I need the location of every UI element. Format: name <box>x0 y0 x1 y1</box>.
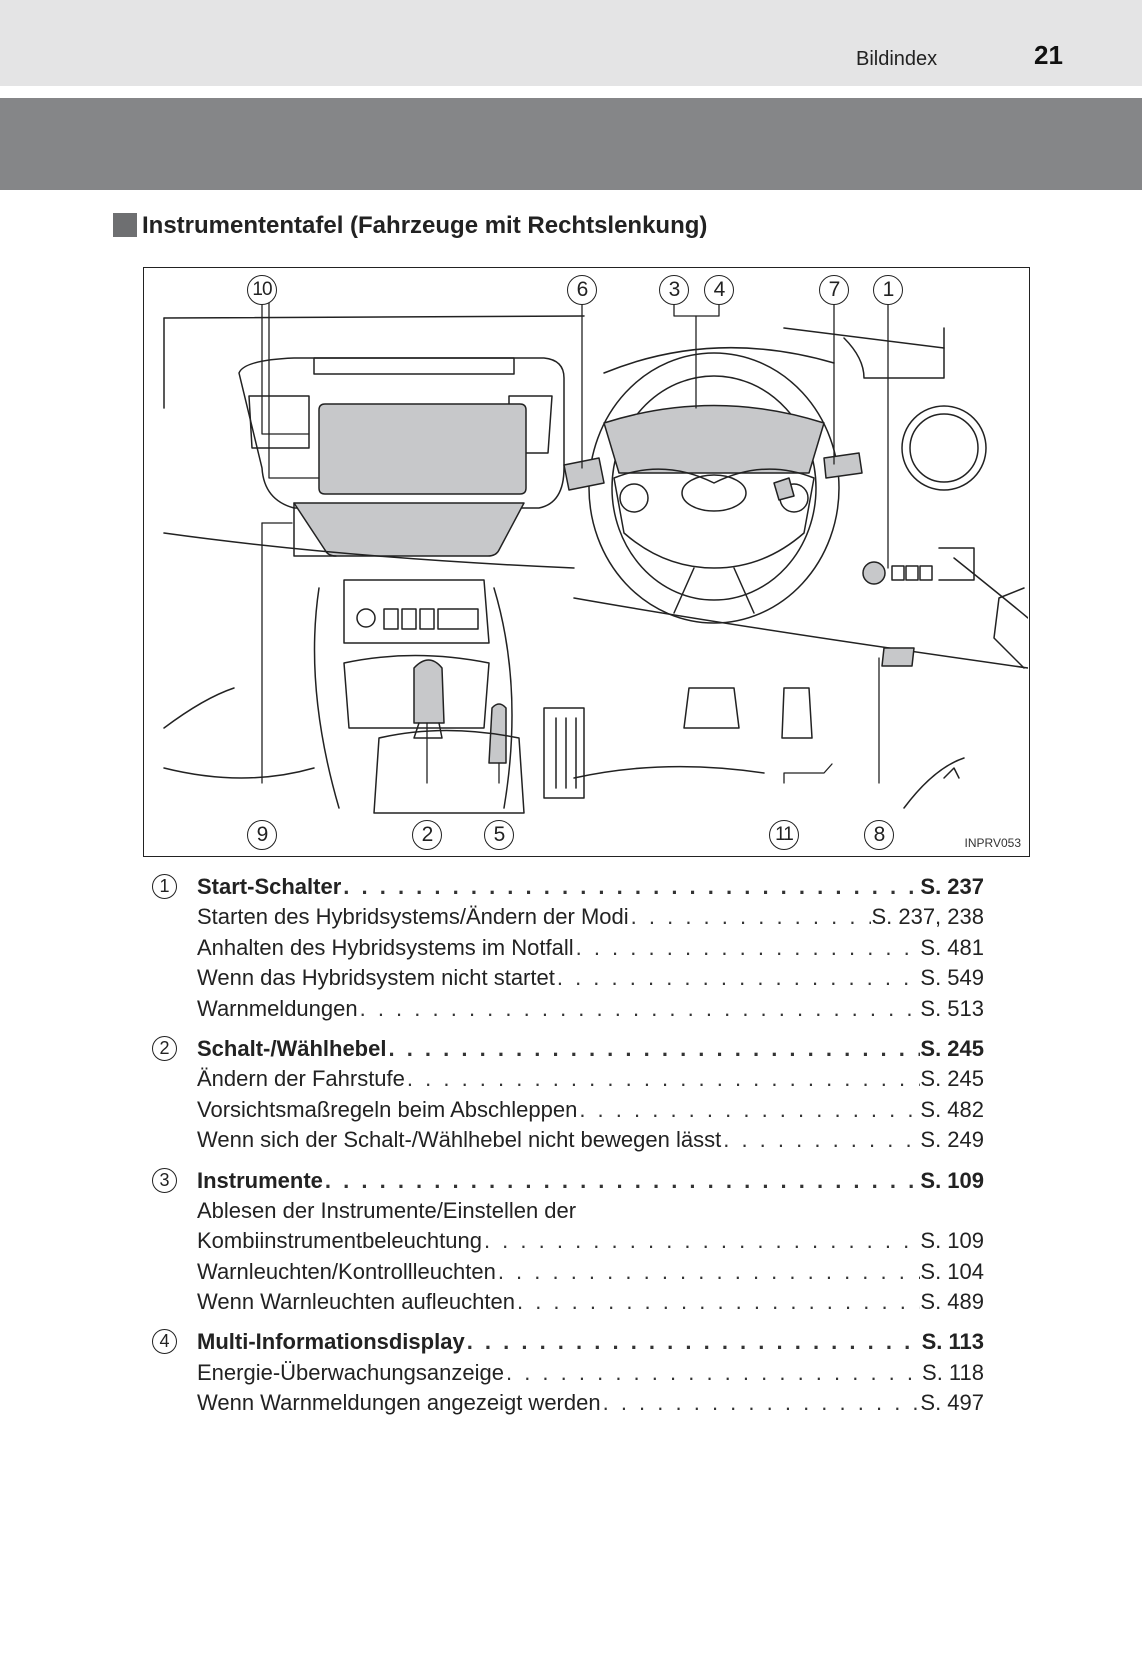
page-reference[interactable]: S. 109 <box>920 1228 984 1254</box>
callout-2: 2 <box>412 820 442 850</box>
entry-number-badge: 4 <box>152 1329 177 1355</box>
page-reference[interactable]: S. 104 <box>920 1258 984 1284</box>
entry-text: Ablesen der Instrumente/Einstellen der <box>197 1197 577 1223</box>
entry-text: Multi-Informationsdisplay <box>197 1329 465 1355</box>
index-entry: 2 Schalt-/Wählhebel . . . . . . . . . . .… <box>152 1034 984 1156</box>
dot-leader: . . . . . . . . . . . . . . . . . . . . … <box>602 1390 921 1416</box>
dashboard-illustration: 10 6 3 4 7 1 9 2 5 11 8 INPRV053 <box>143 267 1030 857</box>
entry-subitem: Vorsichtsmaßregeln beim Abschleppen . . … <box>197 1095 984 1125</box>
entry-text: Wenn Warnleuchten aufleuchten <box>197 1289 515 1315</box>
entry-subitem: Ablesen der Instrumente/Einstellen der <box>197 1196 984 1226</box>
page-reference[interactable]: S. 489 <box>920 1289 984 1315</box>
entry-subitem: Anhalten des Hybridsystems im Notfall . … <box>197 933 984 963</box>
entry-heading: Instrumente . . . . . . . . . . . . . . … <box>197 1166 984 1196</box>
dot-leader: . . . . . . . . . . . . . . . . . . . . … <box>556 965 921 991</box>
entry-subitem: Wenn sich der Schalt-/Wählhebel nicht be… <box>197 1125 984 1155</box>
callout-4: 4 <box>704 275 734 305</box>
page-reference[interactable]: S. 245 <box>920 1066 984 1092</box>
callout-9: 9 <box>247 820 277 850</box>
dashboard-drawing <box>163 302 1028 814</box>
entry-text: Anhalten des Hybridsystems im Notfall <box>197 934 574 960</box>
page-reference[interactable]: S. 113 <box>921 1329 984 1355</box>
dot-leader: . . . . . . . . . . . . . . . . . . . . … <box>579 1096 920 1122</box>
callout-11: 11 <box>769 820 799 850</box>
dot-leader: . . . . . . . . . . . . . . . . . . . . … <box>324 1167 920 1193</box>
entry-number-badge: 1 <box>152 874 177 899</box>
dot-leader: . . . . . . . . . . . . . . . . . . . . … <box>359 995 921 1021</box>
entry-text: Energie-Überwachungsanzeige <box>197 1359 504 1385</box>
dot-leader: . . . . . . . . . . . . . . . . . . . . … <box>343 874 920 899</box>
entry-text: Schalt-/Wählhebel <box>197 1035 387 1061</box>
callout-7: 7 <box>819 275 849 305</box>
entry-subitem: Kombiinstrumentbeleuchtung . . . . . . .… <box>197 1226 984 1256</box>
entry-subitem: Warnleuchten/Kontrollleuchten . . . . . … <box>197 1257 984 1287</box>
entry-text: Wenn sich der Schalt-/Wählhebel nicht be… <box>197 1127 722 1153</box>
index-entry: 3 Instrumente . . . . . . . . . . . . . .… <box>152 1166 984 1318</box>
entry-text: Starten des Hybridsystems/Ändern der Mod… <box>197 904 629 930</box>
callout-10: 10 <box>247 275 277 305</box>
index-entries: 1 Start-Schalter . . . . . . . . . . . . … <box>152 872 984 1429</box>
entry-text: Instrumente <box>197 1167 323 1193</box>
index-entry: 4 Multi-Informationsdisplay . . . . . . .… <box>152 1327 984 1418</box>
entry-subitem: Warnmeldungen . . . . . . . . . . . . . … <box>197 994 984 1024</box>
entry-text: Kombiinstrumentbeleuchtung <box>197 1228 482 1254</box>
entry-subitem: Wenn Warnleuchten aufleuchten . . . . . … <box>197 1287 984 1317</box>
page-reference[interactable]: S. 109 <box>920 1167 984 1193</box>
entry-text: Start-Schalter <box>197 874 342 899</box>
page-number: 21 <box>1034 40 1063 70</box>
page-reference[interactable]: S. 497 <box>920 1390 984 1416</box>
page-reference[interactable]: S. 249 <box>920 1127 984 1153</box>
page-reference[interactable]: S. 481 <box>920 934 984 960</box>
entry-text: Wenn Warnmeldungen angezeigt werden <box>197 1390 601 1416</box>
chapter-band <box>0 98 1142 190</box>
entry-number-badge: 3 <box>152 1167 177 1193</box>
page-reference[interactable]: S. 245 <box>920 1035 984 1061</box>
callout-3: 3 <box>659 275 689 305</box>
page-reference[interactable]: S. 237 <box>920 874 984 899</box>
page-reference[interactable]: S. 513 <box>920 995 984 1021</box>
entry-subitem: Energie-Überwachungsanzeige . . . . . . … <box>197 1358 984 1388</box>
dot-leader: . . . . . . . . . . . . . . . . . . . . … <box>505 1359 922 1385</box>
dot-leader: . . . . . . . . . . . . . . . . . . . . … <box>483 1228 920 1254</box>
dot-leader: . . . . . . . . . . . . . . . . . . . . … <box>388 1035 920 1061</box>
index-entry: 1 Start-Schalter . . . . . . . . . . . . … <box>152 872 984 1024</box>
figure-code: INPRV053 <box>964 836 1021 850</box>
callout-5: 5 <box>484 820 514 850</box>
entry-subitem: Wenn Warnmeldungen angezeigt werden . . … <box>197 1388 984 1418</box>
callout-8: 8 <box>864 820 894 850</box>
entry-subitem: Starten des Hybridsystems/Ändern der Mod… <box>197 902 984 932</box>
entry-heading: Start-Schalter . . . . . . . . . . . . .… <box>197 872 984 902</box>
entry-text: Vorsichtsmaßregeln beim Abschleppen <box>197 1096 578 1122</box>
dot-leader: . . . . . . . . . . . . . . . . . . . . … <box>406 1066 920 1092</box>
entry-text: Warnleuchten/Kontrollleuchten <box>197 1258 496 1284</box>
page-reference[interactable]: S. 549 <box>920 965 984 991</box>
dot-leader: . . . . . . . . . . . . . . . . . . . . … <box>466 1329 922 1355</box>
entry-heading: Multi-Informationsdisplay . . . . . . . … <box>197 1327 984 1357</box>
page-reference[interactable]: S. 237, 238 <box>871 904 984 930</box>
entry-subitem: Ändern der Fahrstufe . . . . . . . . . .… <box>197 1064 984 1094</box>
entry-text: Warnmeldungen <box>197 995 358 1021</box>
entry-heading: Schalt-/Wählhebel . . . . . . . . . . . … <box>197 1034 984 1064</box>
page-reference[interactable]: S. 482 <box>920 1096 984 1122</box>
dot-leader: . . . . . . . . . . . . . . . . . . . . … <box>497 1258 921 1284</box>
callout-6: 6 <box>567 275 597 305</box>
section-title: Instrumententafel (Fahrzeuge mit Rechtsl… <box>142 212 708 239</box>
entry-number-badge: 2 <box>152 1035 177 1061</box>
callout-1: 1 <box>873 275 903 305</box>
page-reference[interactable]: S. 118 <box>922 1359 984 1385</box>
section-marker-icon <box>113 213 137 237</box>
dot-leader: . . . . . . . . . . . . . . . . . . . . … <box>723 1127 920 1153</box>
dot-leader: . . . . . . . . . . . . . . . . . . . . … <box>630 904 872 930</box>
header-band <box>0 0 1142 86</box>
entry-text: Wenn das Hybridsystem nicht startet <box>197 965 555 991</box>
dot-leader: . . . . . . . . . . . . . . . . . . . . … <box>516 1289 920 1315</box>
entry-subitem: Wenn das Hybridsystem nicht startet . . … <box>197 963 984 993</box>
header-section-title: Bildindex <box>856 48 938 70</box>
dot-leader: . . . . . . . . . . . . . . . . . . . . … <box>575 934 921 960</box>
entry-text: Ändern der Fahrstufe <box>197 1066 405 1092</box>
